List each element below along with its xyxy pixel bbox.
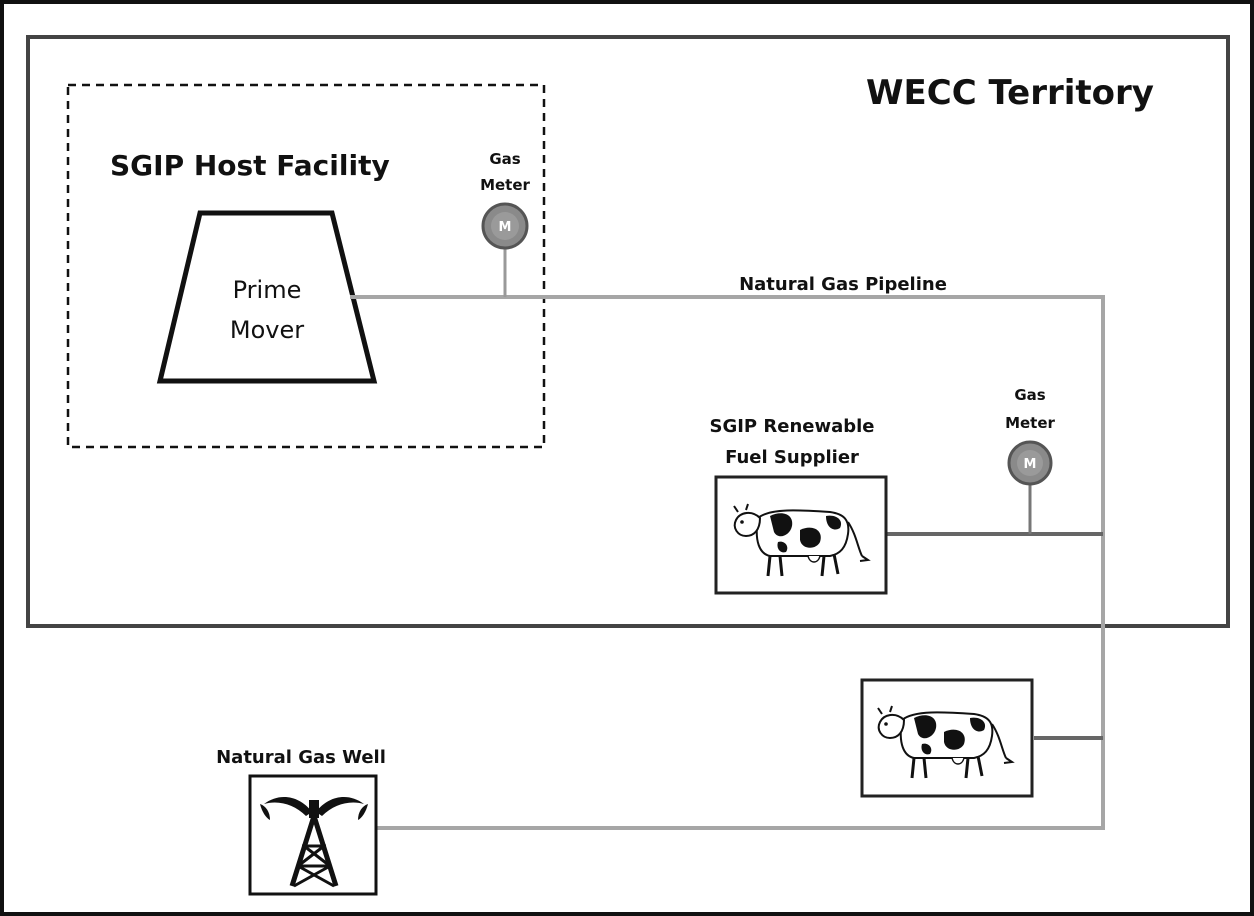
host-facility-box bbox=[66, 83, 546, 449]
prime-mover-shape bbox=[156, 210, 378, 384]
wecc-territory-box bbox=[26, 35, 1230, 628]
prime-mover-line1: Prime bbox=[233, 276, 302, 304]
prime-mover-line2: Mover bbox=[230, 316, 304, 344]
gas-meter-icon bbox=[481, 202, 529, 297]
renewable-supplier-line1: SGIP Renewable bbox=[709, 416, 874, 437]
gas-well-label: Natural Gas Well bbox=[216, 747, 386, 768]
territory-label: WECC Territory bbox=[866, 73, 1154, 113]
pipeline-label: Natural Gas Pipeline bbox=[739, 274, 947, 295]
gas-meter-label-line1: Gas bbox=[489, 150, 520, 168]
oil-derrick-icon bbox=[260, 797, 368, 888]
gas-meter-label-line1: Gas bbox=[1014, 386, 1045, 404]
gas-meter-icon bbox=[1007, 440, 1053, 534]
gas-meter-label-line2: Meter bbox=[1005, 414, 1055, 432]
gas-meter-label-line2: Meter bbox=[480, 176, 530, 194]
renewable-supplier-line2: Fuel Supplier bbox=[725, 447, 859, 468]
gas-meter-symbol: M bbox=[1024, 457, 1037, 472]
natural-gas-pipeline bbox=[350, 295, 1105, 830]
gas-meter-symbol: M bbox=[499, 220, 512, 235]
host-facility-label: SGIP Host Facility bbox=[110, 149, 390, 182]
